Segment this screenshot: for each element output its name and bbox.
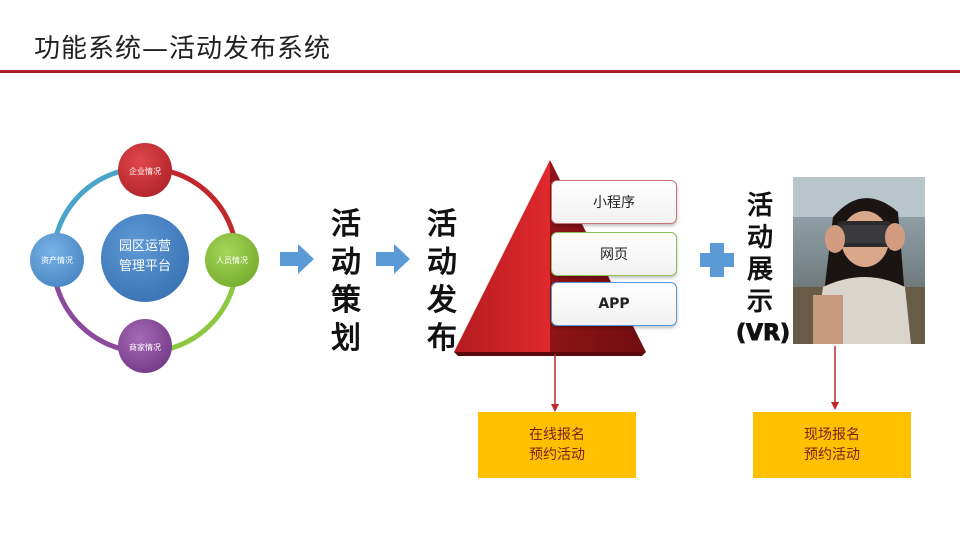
channel-mini-program: 小程序 <box>551 180 677 224</box>
display-char-1: 活 <box>746 191 773 221</box>
channel-app: APP <box>551 282 677 326</box>
outcome-online-box: 在线报名 预约活动 <box>478 412 636 478</box>
display-char-3: 展 <box>746 255 773 285</box>
right-arrow-icon <box>376 244 410 274</box>
publish-char-2: 动 <box>427 245 457 280</box>
publish-char-4: 布 <box>427 321 457 356</box>
display-char-2: 动 <box>746 223 773 253</box>
publish-char-1: 活 <box>427 207 457 242</box>
cycle-diagram <box>30 143 259 373</box>
plan-char-2: 动 <box>331 245 361 280</box>
title-divider <box>0 70 960 73</box>
online-line-1: 在线报名 <box>529 427 585 443</box>
node-left <box>30 233 84 287</box>
plus-icon <box>700 243 734 277</box>
node-label-bottom: 商家情况 <box>129 343 161 352</box>
node-bottom <box>118 319 172 373</box>
outcome-onsite-box: 现场报名 预约活动 <box>753 412 911 478</box>
onsite-line-1: 现场报名 <box>804 427 860 443</box>
plan-char-4: 划 <box>331 321 361 356</box>
center-line-1: 园区运营 <box>118 239 171 254</box>
online-line-2: 预约活动 <box>529 447 585 463</box>
step-plan: 活 动 策 划 <box>326 206 366 358</box>
node-label-right: 人员情况 <box>216 256 248 265</box>
node-top <box>118 143 172 197</box>
down-arrow-icon <box>551 354 559 412</box>
plan-char-3: 策 <box>331 283 361 318</box>
channel-web: 网页 <box>551 232 677 276</box>
vr-user-photo <box>793 177 925 344</box>
page-title: 功能系统—活动发布系统 <box>34 34 332 64</box>
center-node <box>101 214 189 302</box>
node-label-top: 企业情况 <box>129 167 161 176</box>
publish-char-3: 发 <box>427 283 457 318</box>
node-right <box>205 233 259 287</box>
center-line-2: 管理平台 <box>118 259 171 274</box>
right-arrow-icon <box>280 244 314 274</box>
cycle-center-label: 园区运营 管理平台 <box>103 215 187 299</box>
step-publish: 活 动 发 布 <box>422 206 462 358</box>
onsite-line-2: 预约活动 <box>804 447 860 463</box>
display-vr-label: (VR) <box>736 321 791 347</box>
step-display: 活 动 展 示 (VR) <box>736 190 791 350</box>
display-char-4: 示 <box>746 287 773 317</box>
node-label-left: 资产情况 <box>41 256 73 265</box>
down-arrow-icon <box>831 346 839 410</box>
plan-char-1: 活 <box>331 207 361 242</box>
